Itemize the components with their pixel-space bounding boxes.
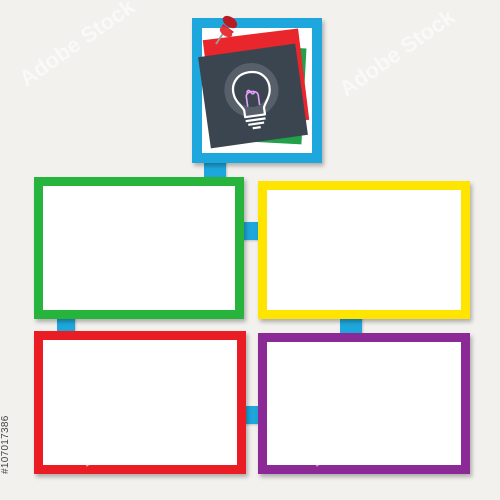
frame-red: [34, 331, 246, 474]
frame-green: [34, 177, 244, 319]
watermark: Adobe Stock: [14, 0, 140, 92]
connector-right: [340, 316, 362, 338]
watermark: Adobe Stock: [334, 3, 460, 102]
stock-id: #107017386: [0, 415, 11, 475]
frame-purple: [258, 333, 470, 474]
connector-left: [57, 314, 75, 336]
frame-yellow: [258, 181, 470, 319]
connector-mid-upper: [240, 222, 262, 240]
pushpin-icon: [215, 15, 238, 45]
lightbulb-icon: [224, 63, 279, 130]
sticky-note-dark: [198, 43, 308, 149]
sticky-notes: [198, 15, 310, 149]
